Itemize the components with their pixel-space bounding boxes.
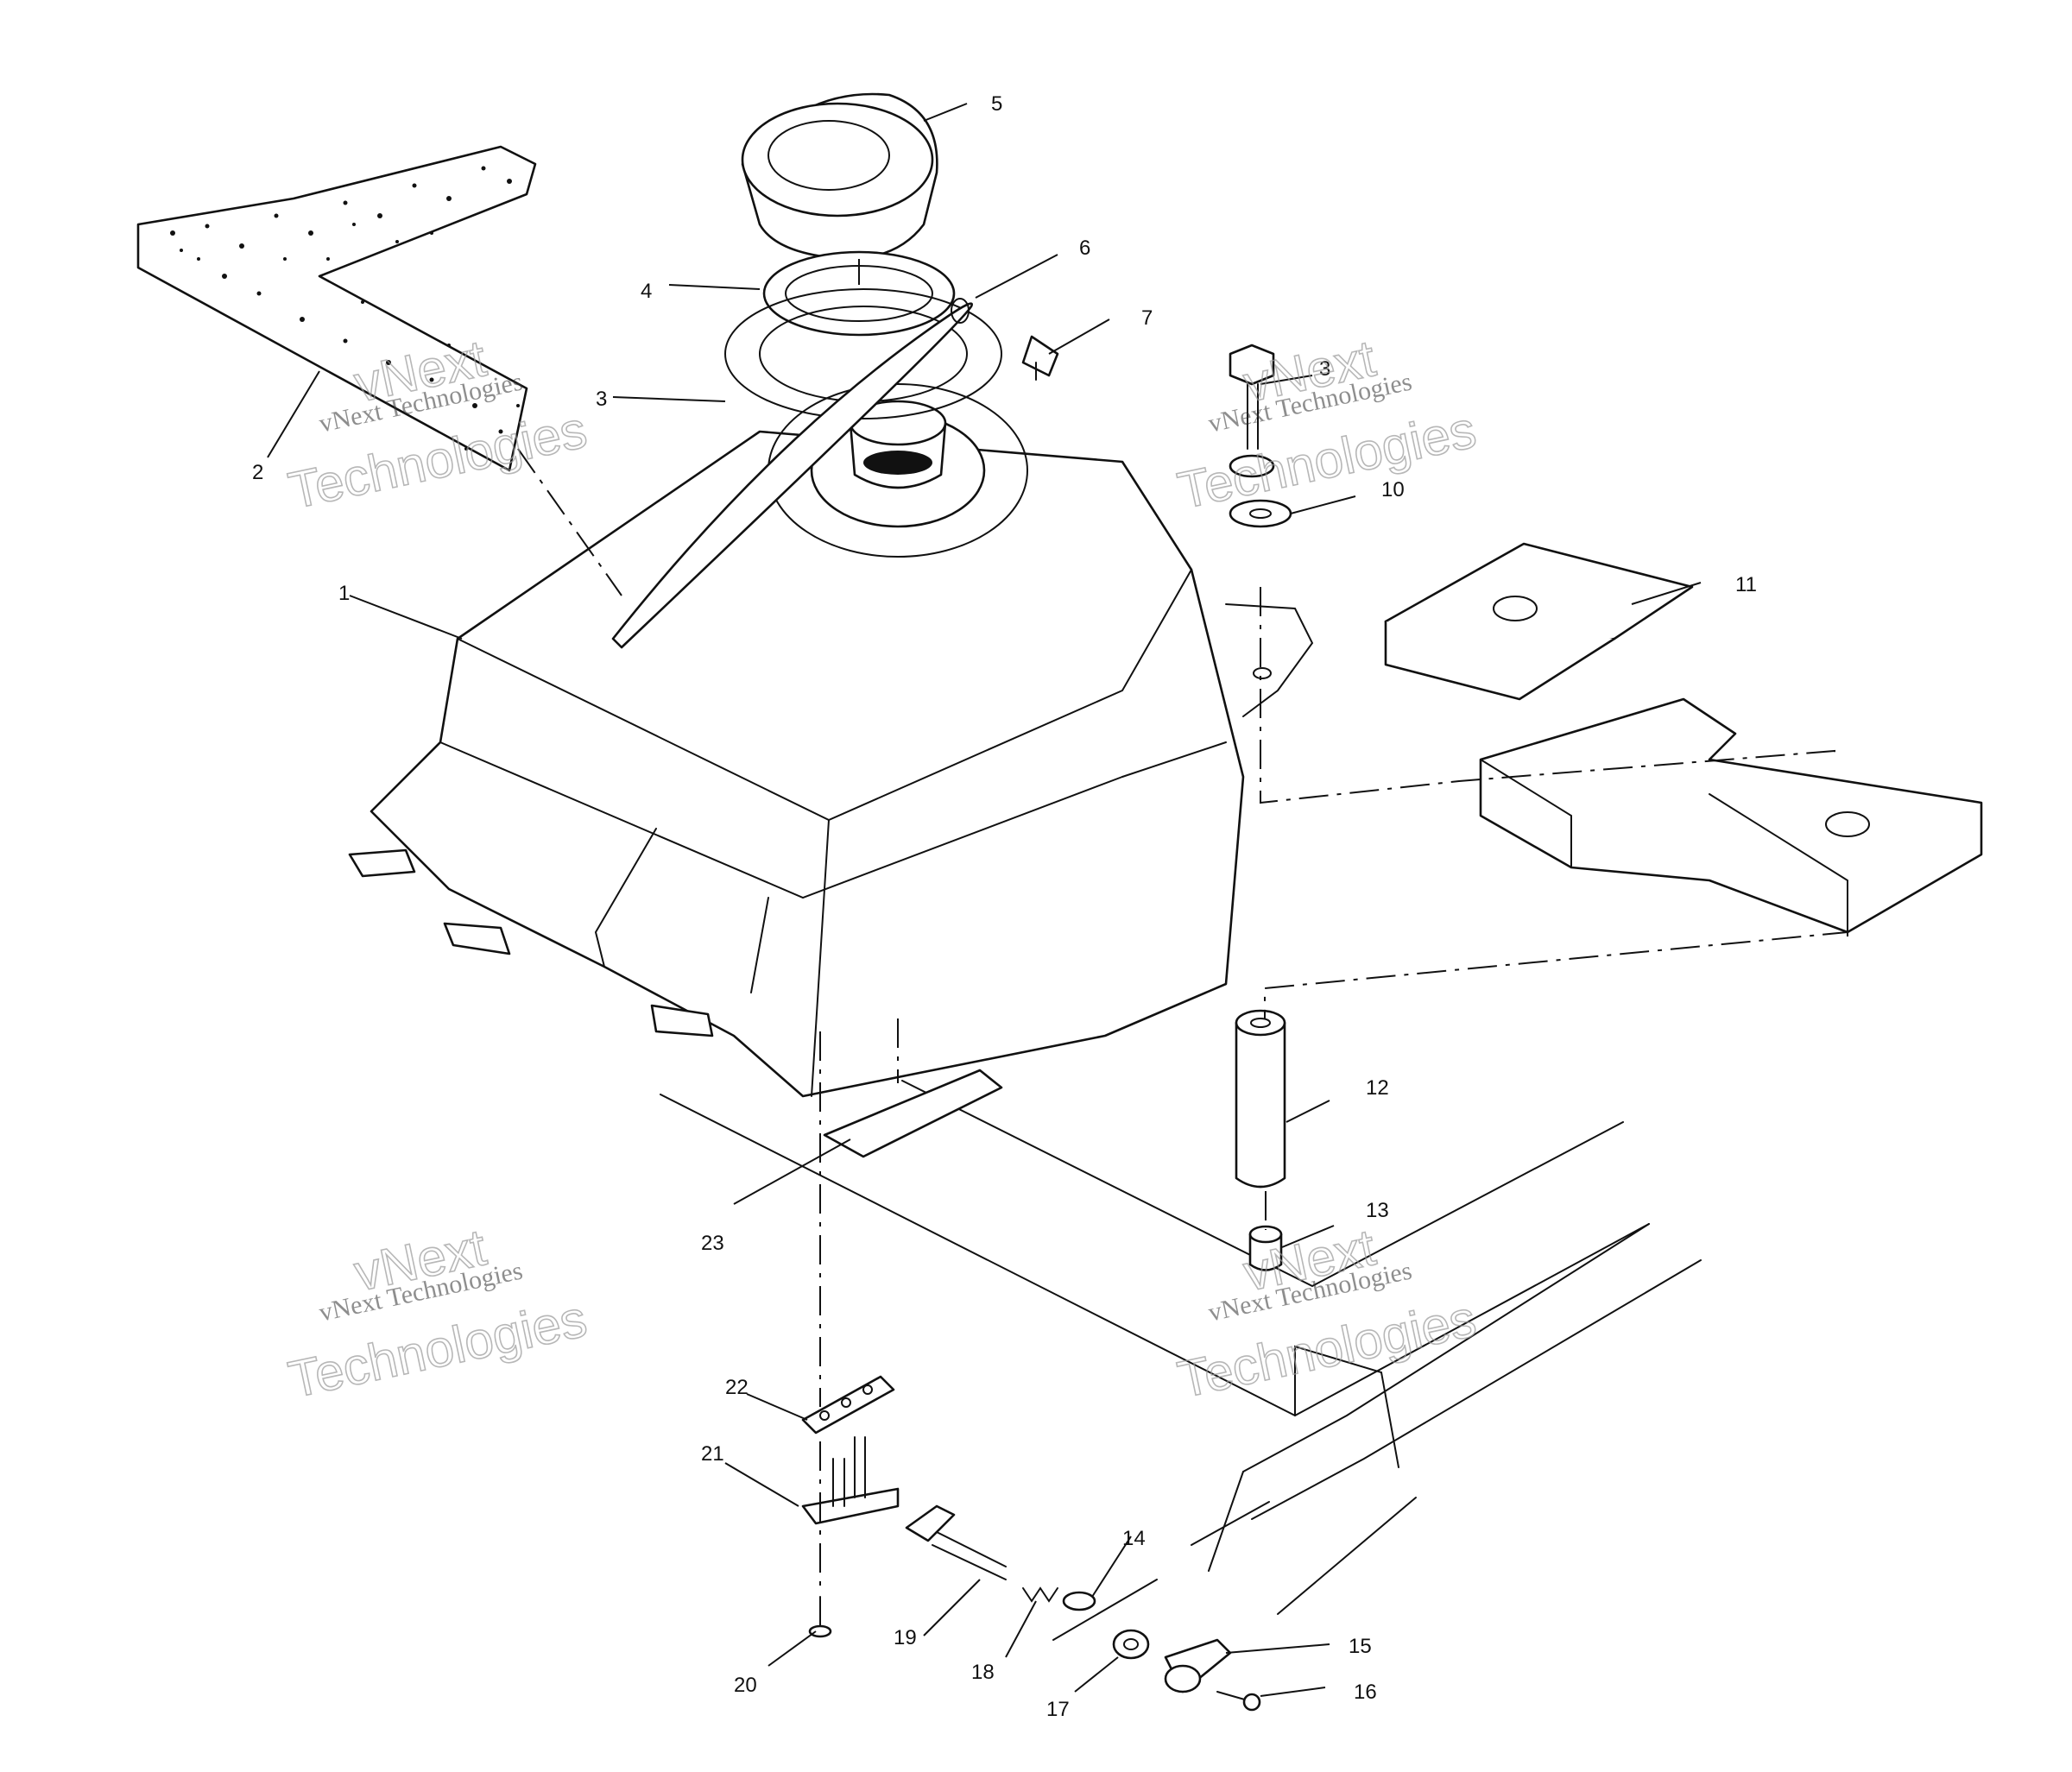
tank-foam-pad (136, 145, 537, 472)
knob-screw (1216, 1691, 1261, 1712)
mount-bolt (1229, 344, 1275, 450)
callout-3-bolt: 3 (1319, 357, 1330, 381)
tank-pad (823, 1069, 1003, 1158)
callout-11: 11 (1735, 573, 1757, 596)
callout-22: 22 (725, 1376, 749, 1399)
callout-4: 4 (641, 280, 652, 303)
valve-seal (1112, 1629, 1150, 1660)
callout-20: 20 (734, 1674, 757, 1697)
grommet (1248, 1225, 1283, 1271)
valve-spring (1022, 1586, 1058, 1603)
callout-3-flange: 3 (596, 388, 607, 411)
callout-10: 10 (1381, 478, 1405, 501)
callout-6: 6 (1079, 236, 1090, 260)
callout-14: 14 (1122, 1527, 1146, 1550)
watermark-top-right: vNext vNext Technologies Technologies (1172, 328, 1481, 520)
fuel-tank (348, 383, 1314, 1098)
callout-5: 5 (991, 92, 1002, 116)
callout-7: 7 (1141, 306, 1153, 330)
fuel-valve (801, 1436, 900, 1525)
valve-knob (1164, 1638, 1232, 1693)
lock-washer (1229, 454, 1275, 478)
vent-tube (611, 298, 974, 649)
callout-2: 2 (252, 461, 263, 484)
callout-17: 17 (1046, 1698, 1070, 1721)
spacer (1235, 1009, 1286, 1189)
callout-15: 15 (1349, 1635, 1372, 1658)
callout-23: 23 (701, 1232, 724, 1255)
valve-washer (1062, 1591, 1096, 1611)
callout-19: 19 (894, 1626, 917, 1649)
frame-rail (660, 1080, 1702, 1641)
mounting-bracket (1384, 542, 1983, 934)
vent-fitting (1021, 335, 1059, 381)
alignment-lines (517, 259, 1848, 1592)
valve-screw (808, 1596, 832, 1638)
filler-cap (741, 92, 938, 261)
leader-lines (267, 103, 1702, 1697)
valve-stem (905, 1504, 1007, 1580)
callout-21: 21 (701, 1442, 724, 1466)
callout-18: 18 (971, 1661, 995, 1684)
callout-13: 13 (1366, 1199, 1389, 1222)
watermark-bottom-left: vNext vNext Technologies Technologies (283, 1217, 592, 1409)
callout-1: 1 (338, 582, 350, 605)
callout-16: 16 (1354, 1681, 1377, 1704)
valve-plate (801, 1375, 895, 1435)
callout-12: 12 (1366, 1076, 1389, 1100)
callout-numbers: 1 2 3 3 4 5 6 7 10 11 12 13 14 15 16 17 … (252, 92, 1757, 1721)
